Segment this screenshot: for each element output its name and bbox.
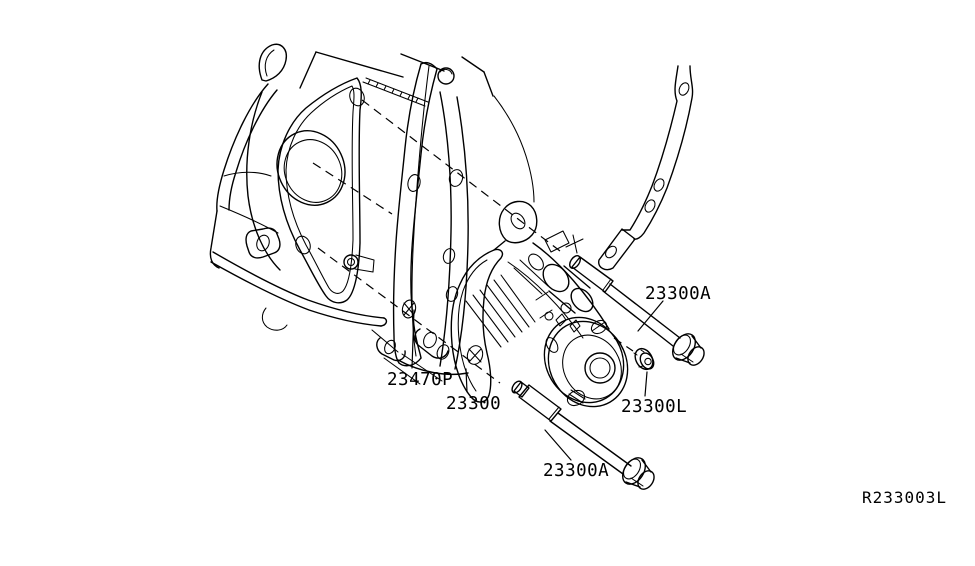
- label-nut: 23300L: [621, 397, 687, 417]
- part-callouts: 23300A 23470P 23300 23300L 23300A: [387, 284, 711, 481]
- label-starter: 23300: [446, 394, 501, 414]
- transaxle-housing: [209, 43, 535, 385]
- nut-23300L: [633, 347, 655, 371]
- label-bolt-lower: 23300A: [543, 461, 609, 481]
- leader-lines: [411, 300, 664, 461]
- bolt-upper-23300A: [569, 255, 705, 366]
- label-bolt-upper: 23300A: [645, 284, 711, 304]
- bolt-axis-centerlines: [312, 99, 634, 384]
- starter-motor-23300: [450, 200, 629, 408]
- bolt-lower-23300A: [511, 380, 655, 490]
- label-plate: 23470P: [387, 370, 453, 390]
- diagram-reference-code: R233003L: [862, 488, 947, 507]
- starter-plate-23470P: [392, 61, 438, 367]
- rear-cover-gasket-strip: [598, 65, 694, 271]
